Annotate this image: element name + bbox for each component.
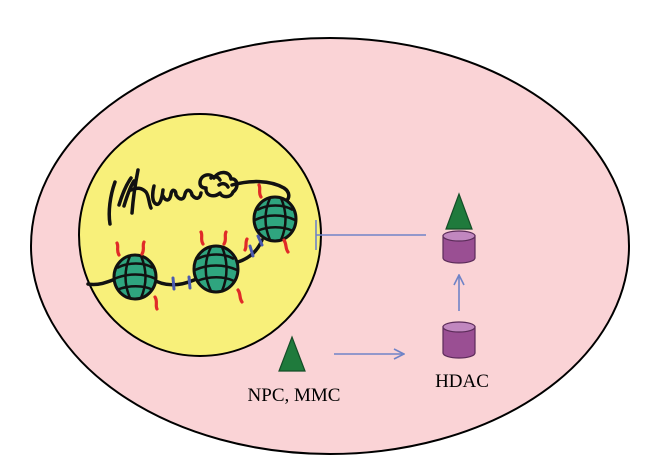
dna-coil [107, 168, 239, 226]
dna-upper [230, 179, 291, 203]
methyl-mark [171, 276, 176, 291]
acetyl-mark [236, 288, 244, 304]
acetyl-mark [222, 230, 228, 246]
acetyl-mark [199, 230, 205, 246]
inhibition-line [315, 220, 426, 250]
triangle-on-cylinder-icon [442, 192, 476, 264]
methyl-mark [248, 244, 255, 258]
methyl-mark [187, 275, 192, 290]
cylinder-icon [442, 321, 476, 359]
acetyl-mark [243, 237, 249, 252]
methyl-marks [171, 234, 264, 291]
methyl-mark [256, 234, 264, 247]
triangle-icon [278, 335, 306, 372]
acetyl-marks [115, 183, 290, 311]
acetyl-mark [115, 241, 121, 257]
chromatin [86, 168, 298, 311]
acetyl-mark [282, 238, 290, 254]
nucleosome-3 [252, 195, 298, 243]
label-inhibitor: NPC, MMC [248, 385, 341, 406]
acetyl-mark [153, 295, 159, 311]
nucleosome-1 [112, 253, 158, 301]
acetyl-mark [257, 183, 263, 199]
acetyl-mark [140, 240, 146, 256]
nucleosome-2 [192, 244, 240, 294]
label-enzyme: HDAC [435, 371, 489, 392]
